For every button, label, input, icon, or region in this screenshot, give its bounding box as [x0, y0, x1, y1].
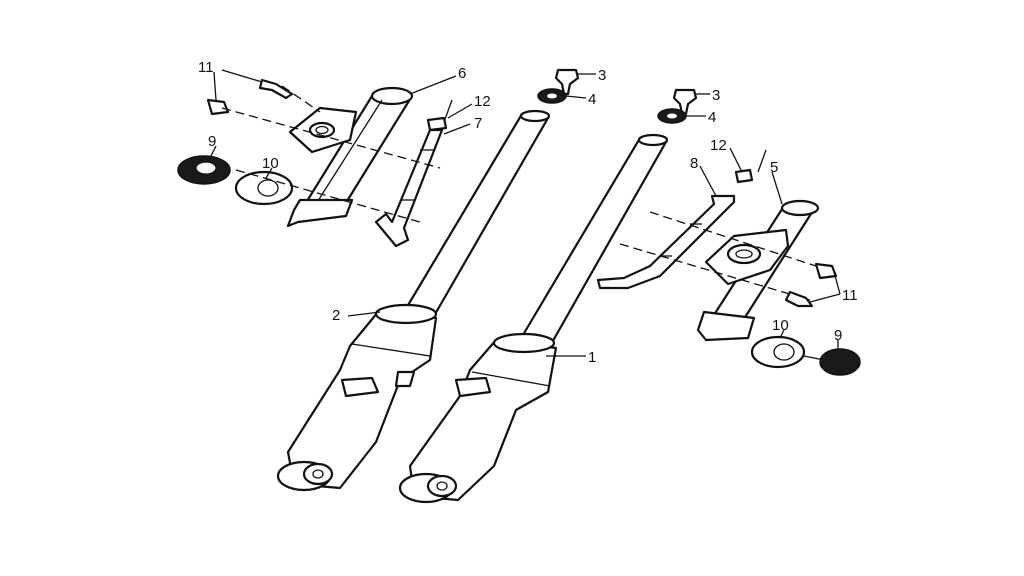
left-bolt-11	[206, 78, 294, 116]
right-reflector-cap-9	[819, 348, 861, 376]
callout-2: 2	[332, 307, 340, 324]
left-reflector-cap-9	[177, 155, 231, 185]
left-fork-tube-2	[276, 109, 551, 492]
callout-4-right: 4	[708, 109, 716, 126]
callout-7: 7	[474, 115, 482, 132]
washer-4-right	[657, 108, 687, 124]
left-reflector-ring-10	[234, 170, 294, 206]
callout-8: 8	[690, 155, 698, 172]
fastener-12-left	[426, 99, 453, 132]
right-reflector-ring-10	[750, 335, 806, 369]
fastener-12-right	[734, 149, 767, 184]
right-bolt-11	[784, 262, 838, 308]
callout-4-left: 4	[588, 91, 596, 108]
callout-11-right: 11	[842, 287, 858, 304]
callout-12-left: 12	[474, 93, 491, 110]
right-fork-tube-1	[398, 133, 669, 504]
callout-1: 1	[588, 349, 596, 366]
callout-9-right: 9	[834, 327, 842, 344]
callout-9-left: 9	[208, 133, 216, 150]
right-fork-bracket	[696, 199, 820, 342]
left-fork-bracket	[286, 86, 414, 228]
left-bracket-strap	[374, 128, 444, 248]
callout-12-right: 12	[710, 137, 727, 154]
callout-10-left: 10	[262, 155, 279, 172]
callout-labels: 11 6 3 4 12 7 9 10 3 4 12 8 5 11 10 9 2 …	[198, 59, 858, 366]
callout-3-right: 3	[712, 87, 720, 104]
callout-5: 5	[770, 159, 778, 176]
bolt-3-left	[554, 68, 580, 96]
leader-lines	[209, 69, 841, 357]
callout-10-right: 10	[772, 317, 789, 334]
callout-3-left: 3	[598, 67, 606, 84]
callout-11-left: 11	[198, 59, 214, 76]
washer-4-left	[537, 88, 567, 104]
callout-6: 6	[458, 65, 466, 82]
